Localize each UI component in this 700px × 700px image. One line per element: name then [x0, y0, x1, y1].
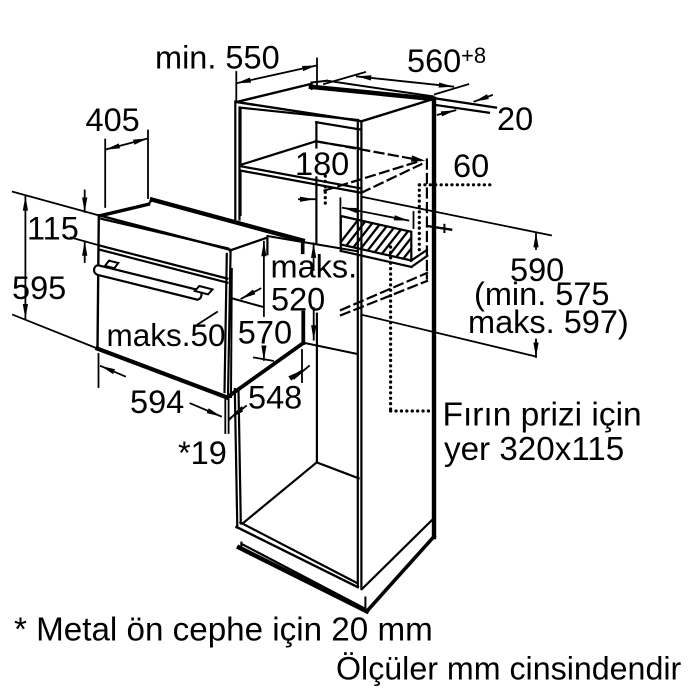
svg-text:115: 115	[27, 211, 79, 247]
svg-text:min. 550: min. 550	[155, 40, 280, 76]
svg-text:560: 560	[407, 43, 461, 79]
svg-text:yer 320x115: yer 320x115	[444, 431, 624, 468]
svg-text:20: 20	[497, 101, 533, 137]
svg-text:180: 180	[295, 146, 349, 182]
svg-text:594: 594	[130, 384, 184, 420]
svg-text:520: 520	[271, 282, 325, 318]
svg-text:590: 590	[510, 252, 564, 288]
svg-text:60: 60	[453, 148, 489, 184]
svg-text:Ölçüler mm cinsindendir: Ölçüler mm cinsindendir	[336, 651, 682, 687]
svg-text:maks.50: maks.50	[107, 317, 226, 353]
svg-text:* Metal ön cephe için 20 mm: * Metal ön cephe için 20 mm	[14, 612, 433, 649]
svg-text:570: 570	[238, 315, 292, 351]
svg-text:595: 595	[12, 270, 66, 306]
svg-text:maks.: maks.	[271, 249, 358, 285]
svg-text:405: 405	[86, 102, 140, 138]
svg-text:+8: +8	[461, 43, 486, 68]
svg-text:Fırın prizi için: Fırın prizi için	[443, 397, 642, 434]
svg-text:*19: *19	[178, 435, 227, 471]
svg-text:(min. 575: (min. 575	[474, 276, 609, 312]
svg-text:548: 548	[248, 380, 302, 416]
svg-text:maks. 597): maks. 597)	[468, 304, 629, 340]
